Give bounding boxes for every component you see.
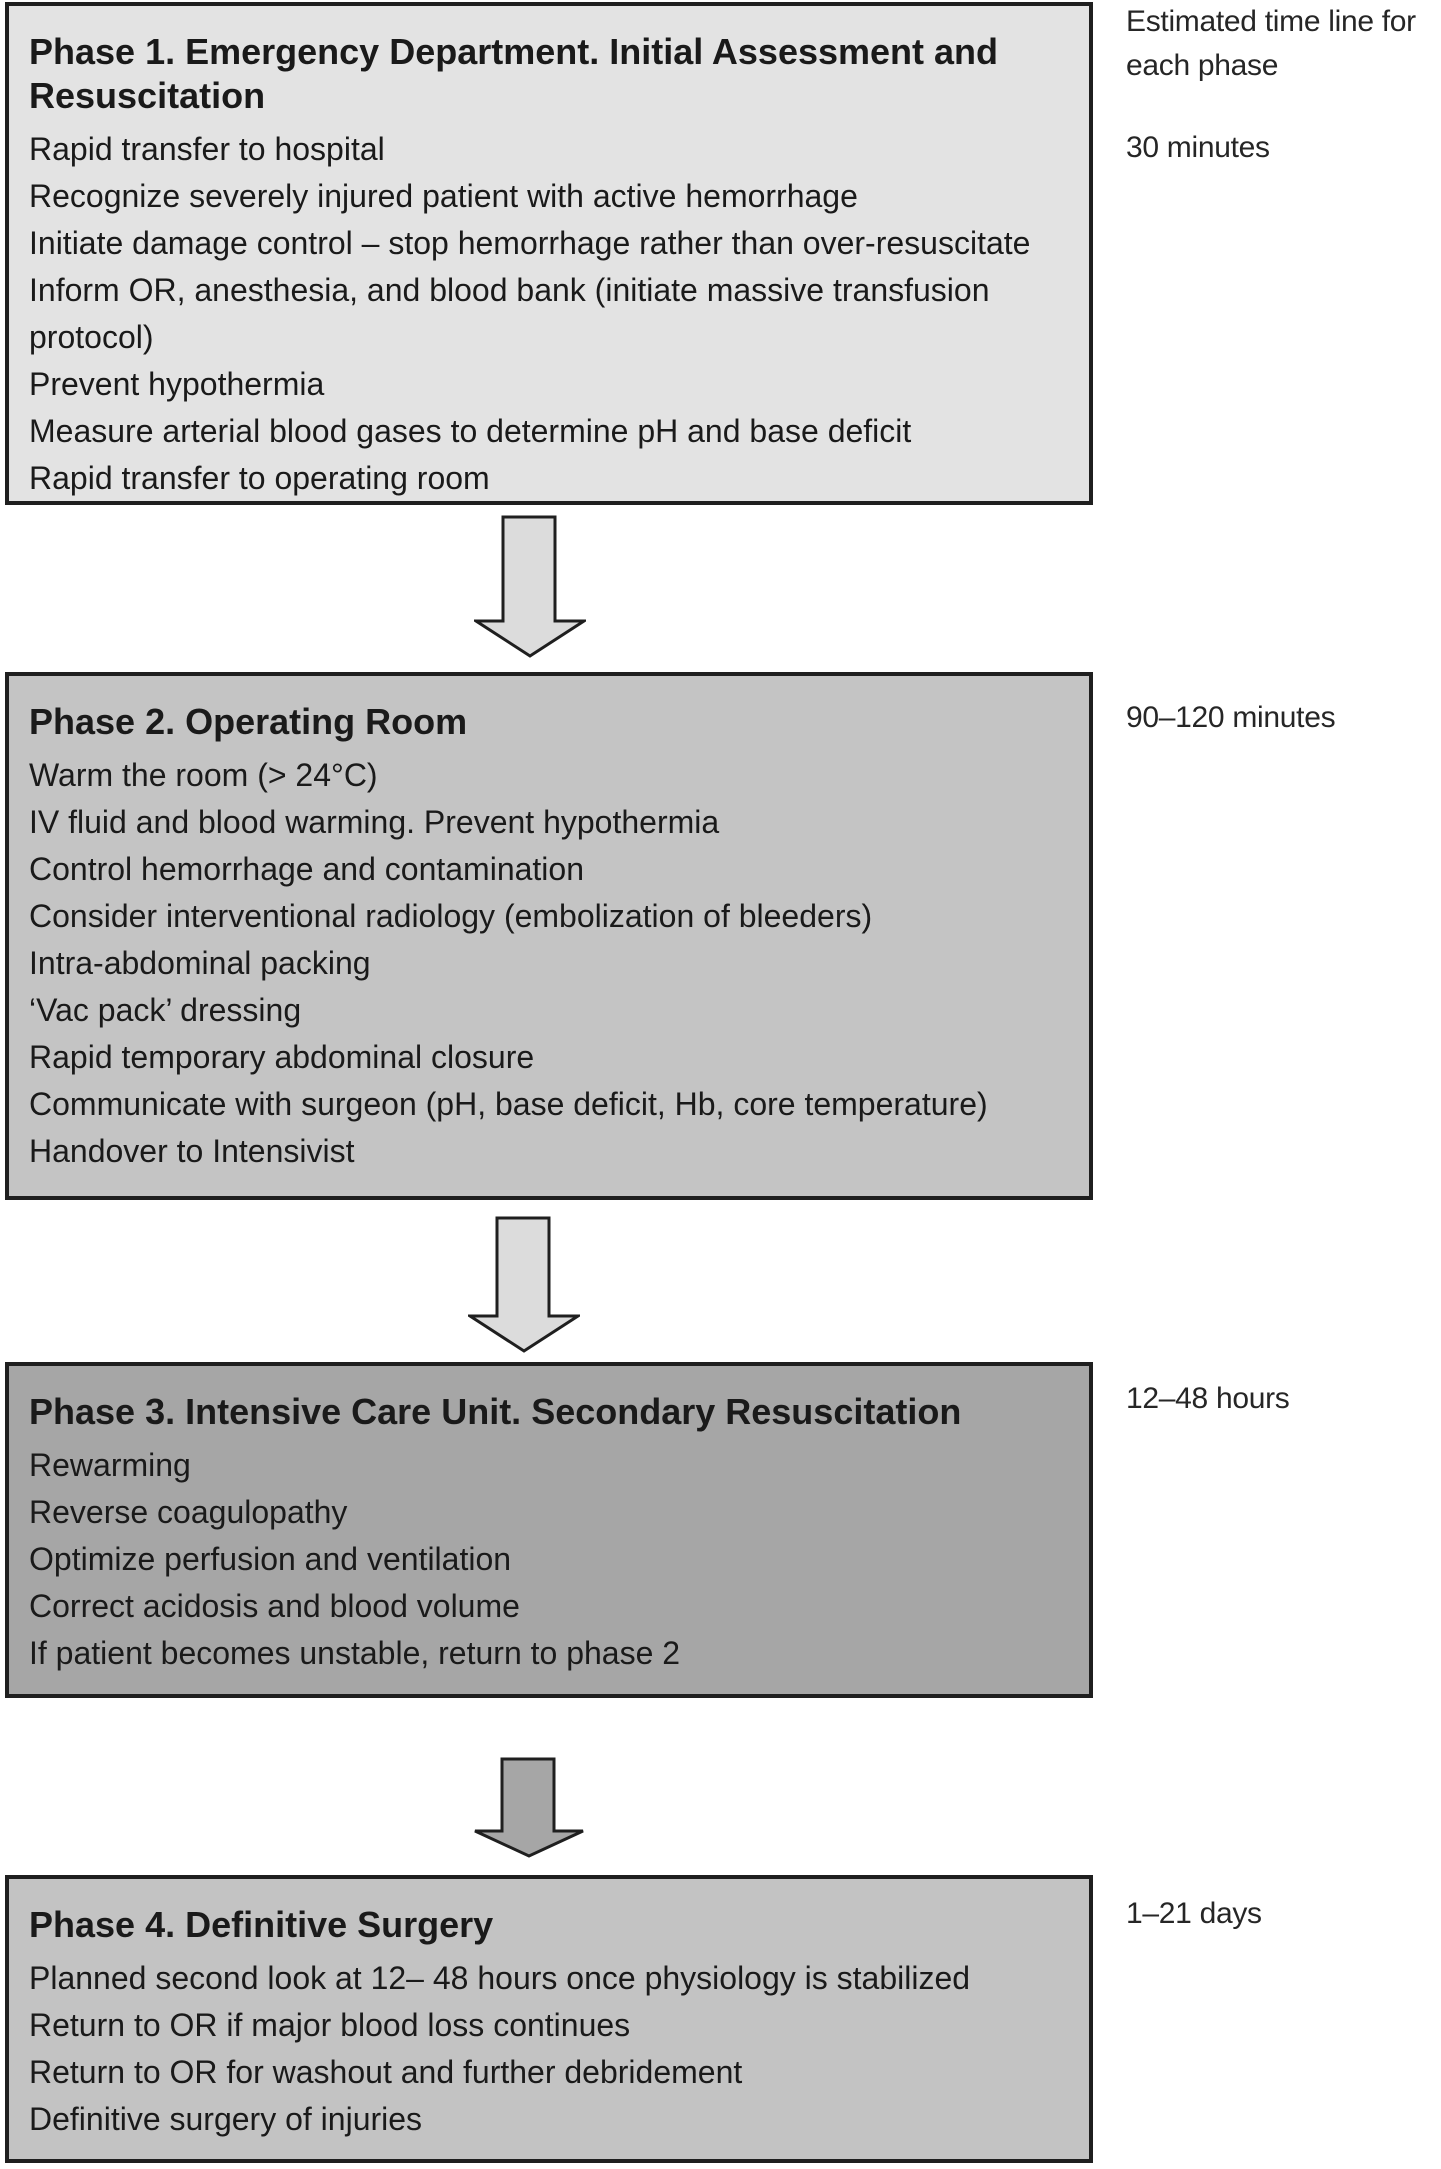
phase-1-title: Phase 1. Emergency Department. Initial A… [29,31,999,116]
timeline-phase-4: 1–21 days [1126,1897,1262,1930]
phase-1-item: Initiate damage control – stop hemorrhag… [29,225,1031,261]
phase-2-item: IV fluid and blood warming. Prevent hypo… [29,804,720,840]
phase-2-item: Handover to Intensivist [29,1133,355,1169]
phase-3-item: Rewarming [29,1447,191,1483]
timeline-phase-2: 90–120 minutes [1126,701,1336,734]
down-arrow-icon [474,515,586,658]
phase-4-title: Phase 4. Definitive Surgery [29,1904,494,1945]
phase-1-item: Rapid transfer to hospital [29,131,385,167]
phase-2-item: ‘Vac pack’ dressing [29,992,302,1028]
phase-3-box: Phase 3. Intensive Care Unit. Secondary … [5,1362,1093,1698]
phase-3-item: If patient becomes unstable, return to p… [29,1635,681,1671]
phase-2-item: Communicate with surgeon (pH, base defic… [29,1086,988,1122]
phase-4-item: Definitive surgery of injuries [29,2101,423,2137]
phase-2-title: Phase 2. Operating Room [29,701,468,742]
phase-4-item: Planned second look at 12– 48 hours once… [29,1960,971,1996]
phase-2-item: Control hemorrhage and contamination [29,851,584,887]
phase-3-item: Reverse coagulopathy [29,1494,348,1530]
phase-1-item: Rapid transfer to operating room [29,460,490,496]
phase-1-item: Prevent hypothermia [29,366,325,402]
phase-2-box: Phase 2. Operating Room Warm the room (>… [5,672,1093,1200]
timeline-phase-3: 12–48 hours [1126,1382,1290,1415]
phase-3-item: Optimize perfusion and ventilation [29,1541,512,1577]
phase-3-title: Phase 3. Intensive Care Unit. Secondary … [29,1391,962,1432]
timeline-column-header: Estimated time line for each phase [1126,5,1416,82]
timeline-phase-1: 30 minutes [1126,131,1270,164]
phase-2-item: Warm the room (> 24°C) [29,757,378,793]
phase-1-item: Measure arterial blood gases to determin… [29,413,912,449]
phase-3-item: Correct acidosis and blood volume [29,1588,520,1624]
phase-2-item: Consider interventional radiology (embol… [29,898,873,934]
phase-4-item: Return to OR if major blood loss continu… [29,2007,631,2043]
down-arrow-icon [468,1216,580,1353]
phase-1-item: Recognize severely injured patient with … [29,178,858,214]
phase-4-item: Return to OR for washout and further deb… [29,2054,743,2090]
phase-2-item: Intra-abdominal packing [29,945,371,981]
phase-2-item: Rapid temporary abdominal closure [29,1039,535,1075]
phase-4-box: Phase 4. Definitive Surgery Planned seco… [5,1875,1093,2163]
phase-1-item: Inform OR, anesthesia, and blood bank (i… [29,272,990,355]
down-arrow-icon [474,1757,584,1858]
phase-1-box: Phase 1. Emergency Department. Initial A… [5,2,1093,505]
